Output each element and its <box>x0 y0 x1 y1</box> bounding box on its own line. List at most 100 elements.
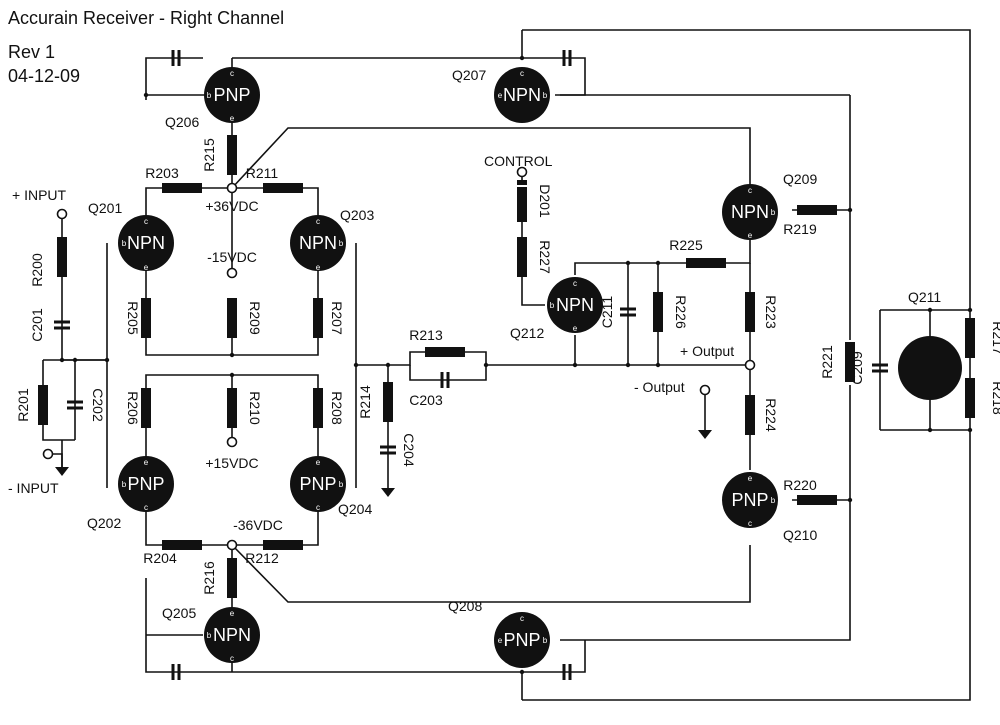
r223-ref-label: R223 <box>763 295 779 329</box>
plus-input-node <box>56 208 68 220</box>
r214-ref-label: R214 <box>357 385 373 419</box>
q208-type-label: PNP <box>503 630 540 650</box>
resistor-body <box>965 378 975 418</box>
resistor-body <box>425 347 465 357</box>
pin-label-e: e <box>748 474 753 483</box>
junction-dot <box>72 357 78 363</box>
q205-ref-label: Q205 <box>162 605 196 621</box>
resistor-body <box>653 292 663 332</box>
plus-input-label: + INPUT <box>12 187 67 203</box>
junction-dot <box>143 92 149 98</box>
pin-label-b: b <box>543 636 548 645</box>
resistor-body <box>845 342 855 382</box>
minus-input-node <box>42 448 54 460</box>
pin-label-c: c <box>520 69 524 78</box>
pin-label-b: b <box>207 631 212 640</box>
resistor-body <box>227 558 237 598</box>
resistor-body <box>745 292 755 332</box>
q209-transistor <box>722 184 778 240</box>
pin-label-e: e <box>144 458 149 467</box>
wire <box>522 29 971 285</box>
r207-ref-label: R207 <box>329 301 345 335</box>
resistor-body <box>141 388 151 428</box>
c204-ref-label: C204 <box>401 433 417 467</box>
pos15-node <box>226 436 238 448</box>
junction-dot <box>104 357 110 363</box>
date-label: 04-12-09 <box>8 66 81 86</box>
pin-label-b: b <box>122 239 127 248</box>
q212-transistor <box>547 277 603 333</box>
r200-ref-label: R200 <box>29 253 45 287</box>
plus-output-label: + Output <box>680 343 734 359</box>
q212-type-label: NPN <box>556 295 594 315</box>
resistor-body <box>227 298 237 338</box>
pin-label-b: b <box>339 239 344 248</box>
pin-label-e: e <box>144 263 149 272</box>
r221-ref-label: R221 <box>819 345 835 379</box>
r227-ref-label: R227 <box>537 240 553 274</box>
q204-ref-label: Q204 <box>338 501 372 517</box>
pin-label-e: e <box>748 231 753 240</box>
pin-label-e: e <box>573 324 578 333</box>
junction-dot <box>385 362 391 368</box>
pin-label-b: b <box>543 91 548 100</box>
q202-type-label: PNP <box>127 474 164 494</box>
wire <box>522 430 971 701</box>
junction-dot <box>519 55 525 61</box>
q210-transistor <box>722 472 778 528</box>
r209-ref-label: R209 <box>247 301 263 335</box>
pin-label-c: c <box>230 654 234 663</box>
wire <box>560 385 851 641</box>
junction-dot <box>847 497 853 503</box>
wire <box>145 578 522 673</box>
diode-body <box>517 180 527 222</box>
q211-device <box>898 336 962 400</box>
r217-ref-label: R217 <box>990 321 1000 355</box>
pin-label-c: c <box>230 69 234 78</box>
junction-dot <box>847 207 853 213</box>
resistor-body <box>57 237 67 277</box>
junction-dot <box>655 260 661 266</box>
q207-type-label: NPN <box>503 85 541 105</box>
junction-dot <box>519 669 525 675</box>
r203-ref-label: R203 <box>145 165 179 181</box>
resistor-body <box>227 135 237 175</box>
wire <box>356 351 487 366</box>
q205-transistor <box>204 607 260 663</box>
q212-ref-label: Q212 <box>510 325 544 341</box>
q201-ref-label: Q201 <box>88 200 122 216</box>
r204-ref-label: R204 <box>143 550 177 566</box>
neg36-label: -36VDC <box>233 517 283 533</box>
plus-output-node <box>744 359 756 371</box>
pin-label-c: c <box>748 519 752 528</box>
resistor-body <box>517 237 527 277</box>
r201-ref-label: R201 <box>15 388 31 422</box>
r205-ref-label: R205 <box>125 301 141 335</box>
pin-label-c: c <box>316 217 320 226</box>
q206-ref-label: Q206 <box>165 114 199 130</box>
pin-label-c: c <box>316 503 320 512</box>
wire <box>231 544 751 603</box>
junction-dot <box>59 357 65 363</box>
q203-type-label: NPN <box>299 233 337 253</box>
q207-ref-label: Q207 <box>452 67 486 83</box>
q203-ref-label: Q203 <box>340 207 374 223</box>
pin-label-c: c <box>748 186 752 195</box>
junction-dot <box>967 307 973 313</box>
q205-type-label: NPN <box>213 625 251 645</box>
pin-label-b: b <box>771 208 776 217</box>
q207-transistor <box>494 67 550 123</box>
c209-ref-label: C209 <box>849 351 865 385</box>
d201-ref-label: D201 <box>537 184 553 218</box>
minus-output-node <box>699 384 711 396</box>
r225-ref-label: R225 <box>669 237 703 253</box>
resistor-body <box>383 382 393 422</box>
c211-ref-label: C211 <box>599 296 615 329</box>
junction-dot <box>967 427 973 433</box>
junction-dot <box>353 362 359 368</box>
q204-transistor <box>290 456 346 512</box>
schematic-title: Accurain Receiver - Right Channel <box>8 8 285 28</box>
resistor-body <box>745 395 755 435</box>
pos36-node <box>226 182 238 194</box>
